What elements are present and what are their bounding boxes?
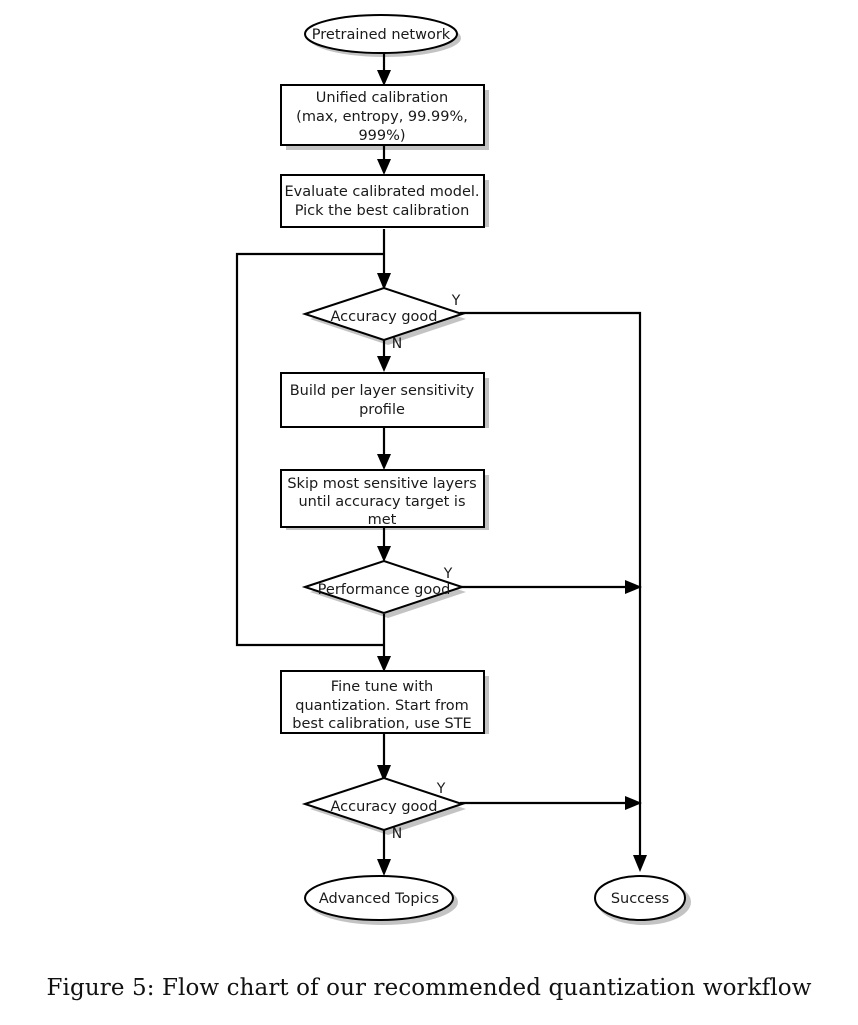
start-ellipse: [304, 14, 458, 54]
fine-tune-box: [280, 670, 485, 734]
sensitivity-profile-line2: profile: [359, 402, 405, 418]
node-advanced-topics[interactable]: Advanced Topics: [304, 875, 454, 921]
advanced-topics-label: Advanced Topics: [319, 891, 439, 907]
accuracy-good-1-diamond: [301, 286, 466, 342]
fine-tune-line1: Fine tune with: [331, 679, 433, 695]
node-accuracy-good-2[interactable]: Accuracy good: [301, 776, 466, 832]
node-unified-calibration[interactable]: Unified calibration (max, entropy, 99.99…: [280, 84, 485, 146]
fine-tune-line2: quantization. Start from: [295, 698, 468, 714]
success-label: Success: [611, 891, 669, 907]
arrowhead-skip-to-performance: [377, 546, 391, 562]
skip-layers-line3: met: [368, 512, 397, 528]
skip-layers-box: [280, 469, 485, 528]
unified-calibration-line2: (max, entropy, 99.99%,: [296, 109, 468, 125]
accuracy-good-2-no-label: N: [392, 826, 402, 842]
node-skip-layers[interactable]: Skip most sensitive layers until accurac…: [280, 469, 485, 528]
arrowhead-accuracy1-yes-success: [633, 855, 647, 872]
skip-layers-line2: until accuracy target is: [298, 494, 465, 510]
skip-layers-line1: Skip most sensitive layers: [287, 476, 476, 492]
performance-good-label: Performance good: [318, 582, 451, 598]
arrowhead-finetune-to-accuracy2: [377, 765, 391, 782]
arrowhead-unified-to-evaluate: [377, 159, 391, 175]
node-fine-tune[interactable]: Fine tune with quantization. Start from …: [280, 670, 485, 734]
edge-feedback-loop: [235, 252, 384, 647]
performance-good-yes-label: Y: [443, 566, 453, 582]
unified-calibration-line1: Unified calibration: [316, 90, 448, 106]
arrowhead-performance-yes: [625, 580, 642, 594]
arrowhead-evaluate-to-accuracy1: [377, 273, 391, 290]
arrowhead-accuracy2-no-advanced: [377, 859, 391, 876]
performance-good-diamond: [301, 559, 466, 615]
evaluate-box: [280, 174, 485, 228]
evaluate-line1: Evaluate calibrated model.: [284, 184, 479, 200]
success-ellipse: [594, 875, 686, 921]
evaluate-line2: Pick the best calibration: [295, 203, 470, 219]
node-evaluate[interactable]: Evaluate calibrated model. Pick the best…: [280, 174, 485, 228]
figure-caption: Figure 5: Flow chart of our recommended …: [46, 975, 812, 1001]
arrowhead-accuracy1-no-profile: [377, 356, 391, 372]
fine-tune-line3: best calibration, use STE: [292, 716, 471, 732]
flowchart-svg: Pretrained network Unified calibration (…: [235, 14, 691, 925]
edge-accuracy1-yes-to-success: [460, 311, 642, 862]
arrowhead-performance-to-finetune: [377, 656, 391, 672]
node-success[interactable]: Success: [594, 875, 686, 921]
edge-layer: [235, 52, 647, 876]
accuracy-good-2-label: Accuracy good: [331, 799, 438, 815]
start-label: Pretrained network: [312, 27, 451, 43]
arrowhead-accuracy2-yes: [625, 796, 642, 810]
accuracy-good-2-yes-label: Y: [436, 781, 446, 797]
sensitivity-profile-box: [280, 372, 485, 428]
advanced-topics-ellipse: [304, 875, 454, 921]
accuracy-good-1-no-label: N: [392, 336, 402, 352]
unified-calibration-line3: 999%): [358, 128, 405, 144]
arrowhead-start-to-unified: [377, 70, 391, 86]
node-sensitivity-profile[interactable]: Build per layer sensitivity profile: [280, 372, 485, 428]
accuracy-good-1-yes-label: Y: [451, 293, 461, 309]
unified-calibration-box: [280, 84, 485, 146]
accuracy-good-1-label: Accuracy good: [331, 309, 438, 325]
accuracy-good-2-diamond: [301, 776, 466, 832]
arrowhead-profile-to-skip: [377, 454, 391, 470]
node-accuracy-good-1[interactable]: Accuracy good: [301, 286, 466, 342]
sensitivity-profile-line1: Build per layer sensitivity: [290, 383, 475, 399]
node-start[interactable]: Pretrained network: [304, 14, 458, 54]
node-performance-good[interactable]: Performance good: [301, 559, 466, 615]
